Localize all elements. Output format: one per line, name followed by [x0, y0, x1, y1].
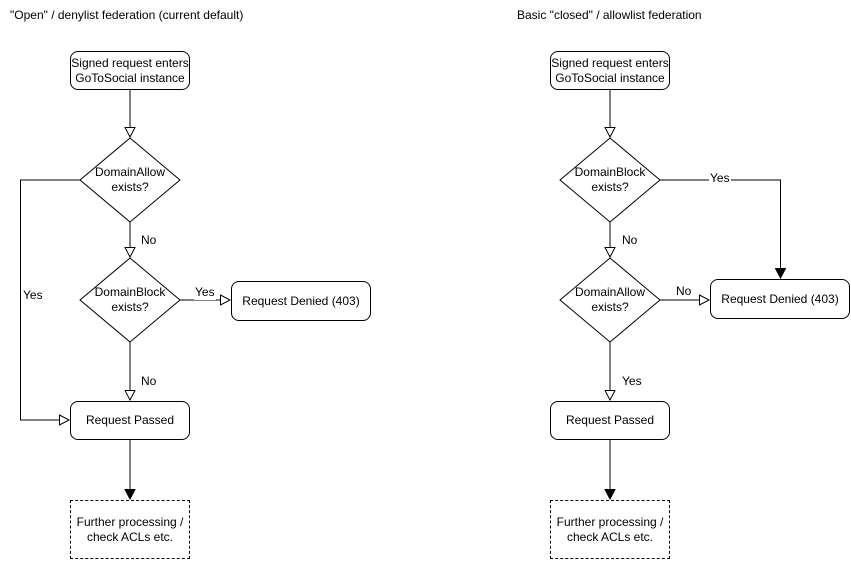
right-domainblock-diamond	[559, 137, 661, 223]
left-denied-node: Request Denied (403)	[231, 281, 371, 321]
right-edge-label-block-yes: Yes	[709, 171, 731, 186]
right-chart-title: Basic "closed" / allowlist federation	[517, 8, 702, 22]
right-connector-domainblock-yes-to-denied	[660, 179, 781, 278]
left-connector-domainallow-yes-to-passed	[20, 179, 80, 420]
left-edge-label-allow-no: No	[140, 233, 158, 248]
right-edge-label-block-no: No	[621, 233, 639, 248]
left-domainblock-diamond	[79, 257, 181, 343]
left-start-node: Signed request enters GoToSocial instanc…	[70, 51, 190, 90]
left-further-node: Further processing / check ACLs etc.	[70, 500, 190, 559]
left-passed-node: Request Passed	[70, 401, 190, 440]
left-domainallow-diamond	[79, 137, 181, 223]
right-edge-label-allow-no: No	[675, 284, 693, 299]
left-edge-label-block-no: No	[140, 374, 158, 389]
right-further-node: Further processing / check ACLs etc.	[550, 500, 670, 559]
right-start-node: Signed request enters GoToSocial instanc…	[550, 51, 670, 90]
right-domainallow-diamond	[559, 257, 661, 343]
right-denied-node: Request Denied (403)	[710, 279, 850, 319]
left-edge-label-allow-yes: Yes	[22, 288, 44, 303]
right-passed-node: Request Passed	[550, 401, 670, 440]
left-chart-title: "Open" / denylist federation (current de…	[10, 8, 244, 22]
right-edge-label-allow-yes: Yes	[621, 374, 643, 389]
left-edge-label-block-yes: Yes	[194, 285, 216, 300]
